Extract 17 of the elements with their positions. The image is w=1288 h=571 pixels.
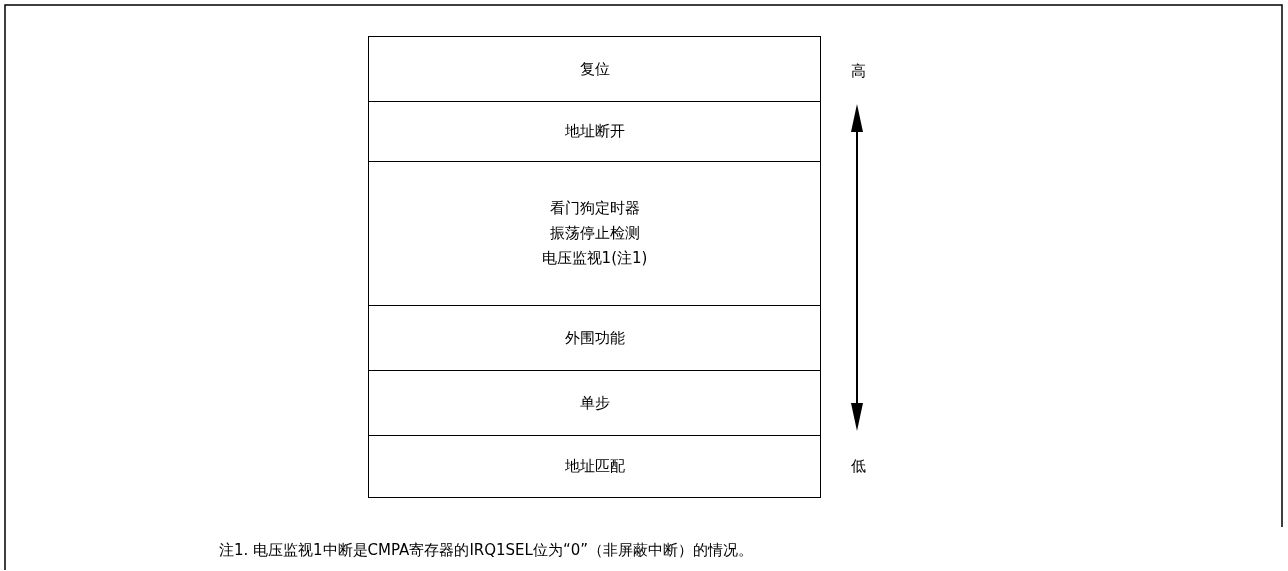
priority-box xyxy=(368,305,821,371)
box-text: 地址匹配 xyxy=(564,456,625,477)
priority-box xyxy=(368,36,821,102)
priority-low-label: 低 xyxy=(851,457,866,476)
priority-box xyxy=(368,161,821,306)
box-text: 外围功能 xyxy=(564,327,625,349)
box-text: 电压监视1(注1) xyxy=(541,248,648,269)
priority-high-label: 高 xyxy=(851,62,866,81)
box-text: 单步 xyxy=(579,392,610,414)
box-text: 地址断开 xyxy=(564,121,625,142)
priority-box xyxy=(368,435,821,498)
box-text: 复位 xyxy=(579,58,610,80)
priority-box xyxy=(368,370,821,436)
box-text: 看门狗定时器 xyxy=(549,198,640,219)
priority-box xyxy=(368,101,821,162)
box-text: 振荡停止检测 xyxy=(549,223,640,244)
footnote: 注1. 电压监视1中断是CMPA寄存器的IRQ1SEL位为“0”（非屏蔽中断）的情况。 xyxy=(219,541,754,560)
